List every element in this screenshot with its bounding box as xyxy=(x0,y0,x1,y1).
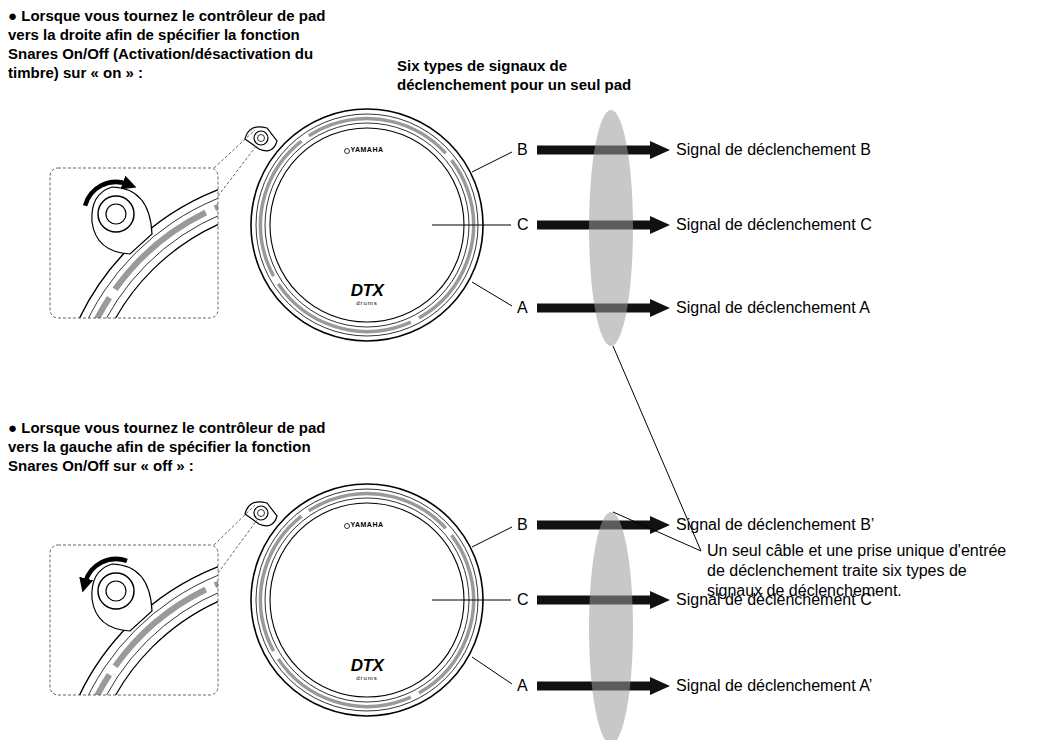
zone-letter: A xyxy=(517,298,528,318)
signal-name: Signal de déclenchement A’ xyxy=(676,676,872,696)
logo-mark xyxy=(345,524,350,529)
zoom-inset xyxy=(50,545,570,740)
controller-bracket xyxy=(92,187,152,254)
pad-controller xyxy=(106,581,126,601)
signal-bundle xyxy=(589,512,633,740)
inset-leader xyxy=(218,145,257,196)
signal-name: Signal de déclenchement B’ xyxy=(676,515,874,535)
rim-detail xyxy=(54,549,218,695)
leader-line xyxy=(472,282,512,306)
product-logo: drums xyxy=(356,300,378,307)
controller-bracket xyxy=(92,564,152,631)
rim-detail xyxy=(70,565,218,695)
rim-detail xyxy=(54,172,218,318)
leader-line xyxy=(472,657,512,684)
pad-controller xyxy=(98,573,134,609)
rotation-arrow xyxy=(85,182,127,206)
leader-line xyxy=(432,225,511,226)
instruction-heading: ● Lorsque vous tournez le contrôleur de … xyxy=(8,6,330,82)
pad-controller xyxy=(258,510,265,517)
leader-line xyxy=(472,527,512,547)
inset-leader xyxy=(218,520,257,573)
pad-controller xyxy=(254,131,268,145)
instruction-heading: ● Lorsque vous tournez le contrôleur de … xyxy=(8,418,330,475)
brand-name: YAMAHA xyxy=(350,146,383,153)
inset-leader xyxy=(214,505,255,545)
signal-name: Signal de déclenchement A xyxy=(676,298,870,318)
signal-name: Signal de déclenchement C xyxy=(676,215,872,235)
product-logo: drums xyxy=(356,675,378,682)
zone-letter: B xyxy=(517,140,528,160)
pad-controller xyxy=(106,204,126,224)
zone-letter: A xyxy=(517,676,528,696)
inset-frame xyxy=(50,545,218,695)
product-logo: DTX xyxy=(351,282,384,299)
inset-leader xyxy=(214,130,255,168)
leader-line xyxy=(432,600,511,601)
section-heading: Six types de signaux de déclenchement po… xyxy=(397,56,659,94)
signal-name: Signal de déclenchement B xyxy=(676,140,871,160)
zone-letter: B xyxy=(517,515,528,535)
rim-detail xyxy=(70,188,218,318)
product-logo: DTX xyxy=(351,657,384,674)
signal-name: Signal de déclenchement C’ xyxy=(676,590,875,610)
leader-line xyxy=(472,152,512,172)
logo-mark xyxy=(345,149,350,154)
pad-controller xyxy=(258,135,265,142)
brand-name: YAMAHA xyxy=(350,521,383,528)
inset-frame xyxy=(50,168,218,318)
controller-bracket xyxy=(245,502,277,526)
signal-bundle xyxy=(589,110,633,346)
pad-controller xyxy=(254,506,268,520)
zone-letter: C xyxy=(517,590,529,610)
zone-letter: C xyxy=(517,215,529,235)
rotation-arrow xyxy=(85,559,127,583)
pad-controller xyxy=(98,196,134,232)
controller-bracket xyxy=(245,127,277,151)
